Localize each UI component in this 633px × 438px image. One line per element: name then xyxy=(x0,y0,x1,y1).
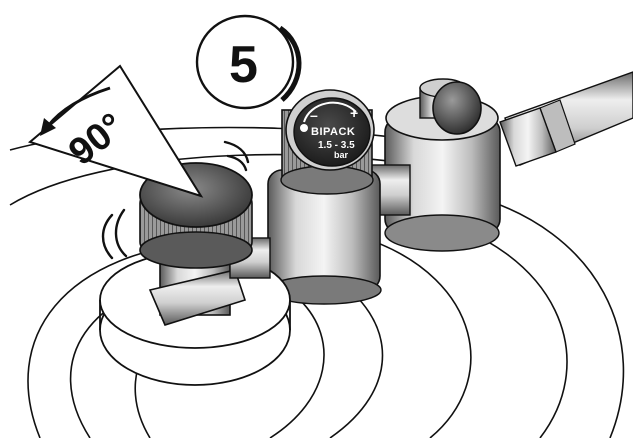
gauge-minus-sign: – xyxy=(310,107,318,123)
hose xyxy=(500,72,633,166)
gauge-unit: bar xyxy=(334,150,349,160)
gauge-plus-sign: + xyxy=(350,105,358,121)
step-number: 5 xyxy=(229,36,258,94)
pressure-gauge: + – BIPACK 1.5 - 3.5 bar xyxy=(267,90,381,304)
gauge-brand: BIPACK xyxy=(311,126,355,138)
gauge-logo-icon xyxy=(300,124,308,132)
rotation-indicator: 90° xyxy=(30,66,201,196)
step-badge: 5 xyxy=(197,16,299,108)
